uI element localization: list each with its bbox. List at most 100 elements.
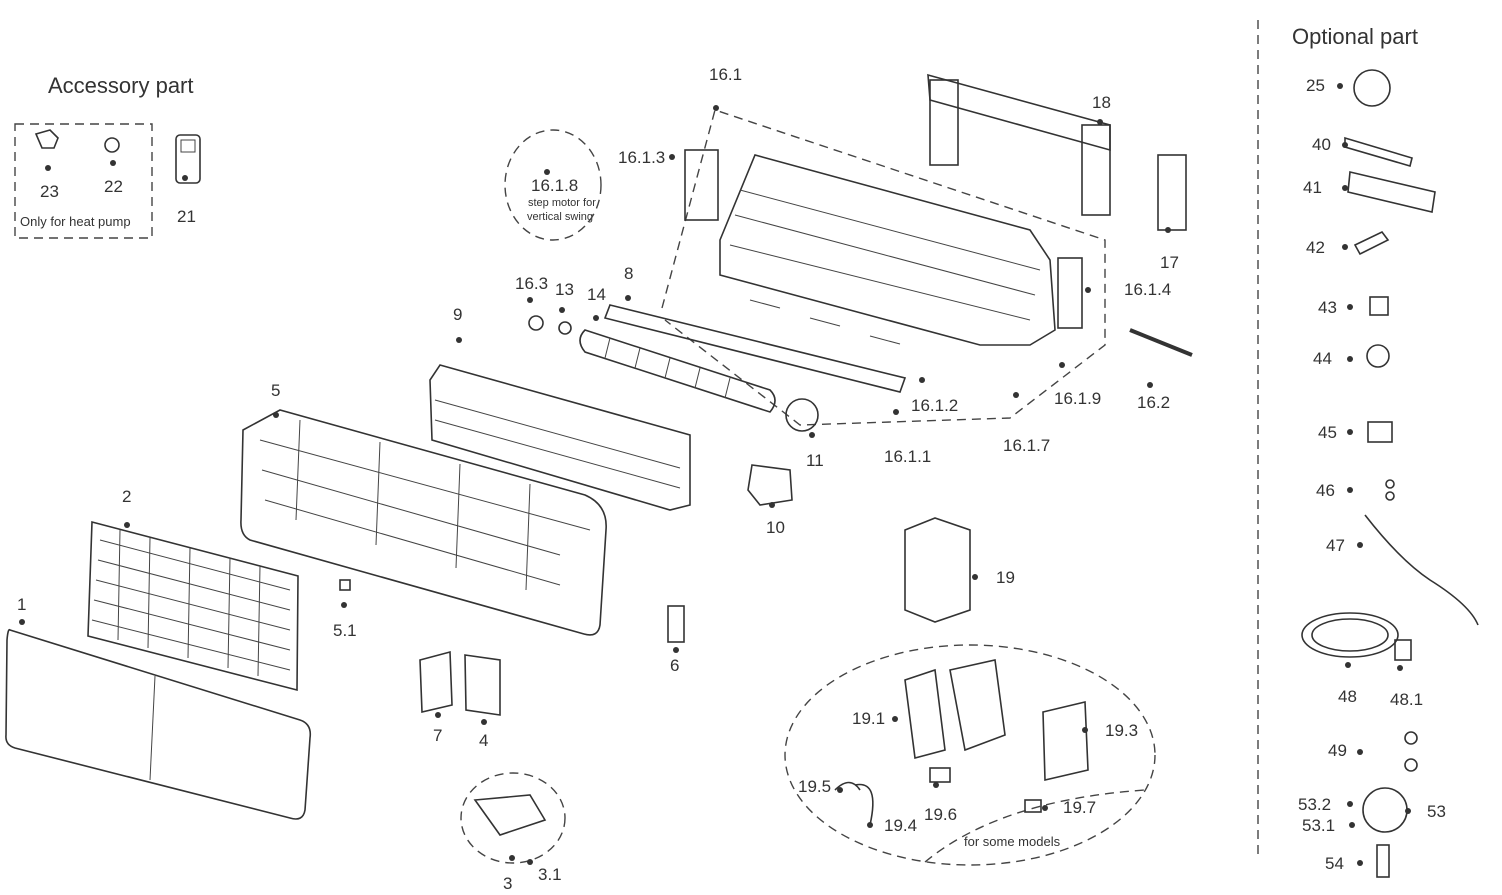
part-label-53-1: 53.1 xyxy=(1302,816,1335,835)
heat-pump-note: Only for heat pump xyxy=(20,214,131,229)
leader-dot xyxy=(892,716,898,722)
leader-dot xyxy=(809,432,815,438)
part-label-16-1-8: 16.1.8 xyxy=(531,176,578,195)
leader-dot xyxy=(1345,662,1351,668)
part-label-16-3: 16.3 xyxy=(515,274,548,293)
leader-dot xyxy=(1342,185,1348,191)
part-label-5: 5 xyxy=(271,381,280,400)
leader-dot xyxy=(1097,119,1103,125)
part-label-42: 42 xyxy=(1306,238,1325,257)
leader-dot xyxy=(509,855,515,861)
part-label-16-1-1: 16.1.1 xyxy=(884,447,931,466)
part-label-2: 2 xyxy=(122,487,131,506)
leader-dot xyxy=(435,712,441,718)
part-label-7: 7 xyxy=(433,726,442,745)
leader-dot xyxy=(1357,749,1363,755)
part-label-3: 3 xyxy=(503,874,512,893)
part-label-46: 46 xyxy=(1316,481,1335,500)
leader-dot xyxy=(1342,142,1348,148)
part-label-19-5: 19.5 xyxy=(798,777,831,796)
part-label-14: 14 xyxy=(587,285,606,304)
leader-dot xyxy=(19,619,25,625)
leader-dot xyxy=(919,377,925,383)
part-label-54: 54 xyxy=(1325,854,1344,873)
part-label-48-1: 48.1 xyxy=(1390,690,1423,709)
leader-dot xyxy=(45,165,51,171)
leader-dot xyxy=(1147,382,1153,388)
part-label-21: 21 xyxy=(177,207,196,226)
leader-dot xyxy=(1347,429,1353,435)
part-label-9: 9 xyxy=(453,305,462,324)
leader-dot xyxy=(559,307,565,313)
accessory-part-title: Accessory part xyxy=(48,73,194,98)
part-label-19-1: 19.1 xyxy=(852,709,885,728)
part-label-19: 19 xyxy=(996,568,1015,587)
part-label-47: 47 xyxy=(1326,536,1345,555)
part-label-19-3: 19.3 xyxy=(1105,721,1138,740)
step-motor-note-line1: step motor for xyxy=(528,197,596,209)
leader-dot xyxy=(273,412,279,418)
part-label-16-1-4: 16.1.4 xyxy=(1124,280,1171,299)
leader-dot xyxy=(544,169,550,175)
leader-dot xyxy=(1347,487,1353,493)
leader-dot xyxy=(527,859,533,865)
part-label-4: 4 xyxy=(479,731,488,750)
part-label-6: 6 xyxy=(670,656,679,675)
part-label-3-1: 3.1 xyxy=(538,865,562,884)
part-label-10: 10 xyxy=(766,518,785,537)
part-label-41: 41 xyxy=(1303,178,1322,197)
leader-dot xyxy=(593,315,599,321)
part-label-22: 22 xyxy=(104,177,123,196)
part-label-16-1-9: 16.1.9 xyxy=(1054,389,1101,408)
leader-dot xyxy=(837,787,843,793)
leader-dot xyxy=(1347,356,1353,362)
leader-dot xyxy=(527,297,533,303)
part-sketches xyxy=(5,69,1479,878)
part-label-16-1: 16.1 xyxy=(709,65,742,84)
leader-dot xyxy=(1085,287,1091,293)
part-label-43: 43 xyxy=(1318,298,1337,317)
part-label-19-4: 19.4 xyxy=(884,816,917,835)
part-label-48: 48 xyxy=(1338,687,1357,706)
part-label-16-1-2: 16.1.2 xyxy=(911,396,958,415)
dashed-groupings xyxy=(14,20,1259,866)
part-label-53: 53 xyxy=(1427,802,1446,821)
leader-dot xyxy=(769,502,775,508)
leader-dot xyxy=(1357,860,1363,866)
leader-dot xyxy=(673,647,679,653)
leader-dot xyxy=(713,105,719,111)
leader-dot xyxy=(972,574,978,580)
leader-dot xyxy=(625,295,631,301)
part-label-11: 11 xyxy=(806,451,824,470)
some-models-note: for some models xyxy=(964,834,1061,849)
leader-dot xyxy=(1042,805,1048,811)
leader-dot xyxy=(669,154,675,160)
part-label-19-6: 19.6 xyxy=(924,805,957,824)
leader-dot xyxy=(1357,542,1363,548)
part-label-53-2: 53.2 xyxy=(1298,795,1331,814)
leader-dot xyxy=(1342,244,1348,250)
leader-dot xyxy=(893,409,899,415)
part-label-44: 44 xyxy=(1313,349,1332,368)
leader-dot xyxy=(1059,362,1065,368)
part-label-19-7: 19.7 xyxy=(1063,798,1096,817)
leader-dot xyxy=(1405,808,1411,814)
leader-dot xyxy=(1337,83,1343,89)
part-label-49: 49 xyxy=(1328,741,1347,760)
leader-dot xyxy=(1397,665,1403,671)
part-label-40: 40 xyxy=(1312,135,1331,154)
part-label-23: 23 xyxy=(40,182,59,201)
part-label-25: 25 xyxy=(1306,76,1325,95)
part-label-18: 18 xyxy=(1092,93,1111,112)
part-label-1: 1 xyxy=(17,595,26,614)
step-motor-note-line2: vertical swing xyxy=(527,211,593,223)
leader-dot xyxy=(1165,227,1171,233)
leader-dot xyxy=(933,782,939,788)
leader-dot xyxy=(1013,392,1019,398)
leader-dot xyxy=(182,175,188,181)
part-label-17: 17 xyxy=(1160,253,1179,272)
leader-dot xyxy=(110,160,116,166)
leader-dot xyxy=(1347,801,1353,807)
